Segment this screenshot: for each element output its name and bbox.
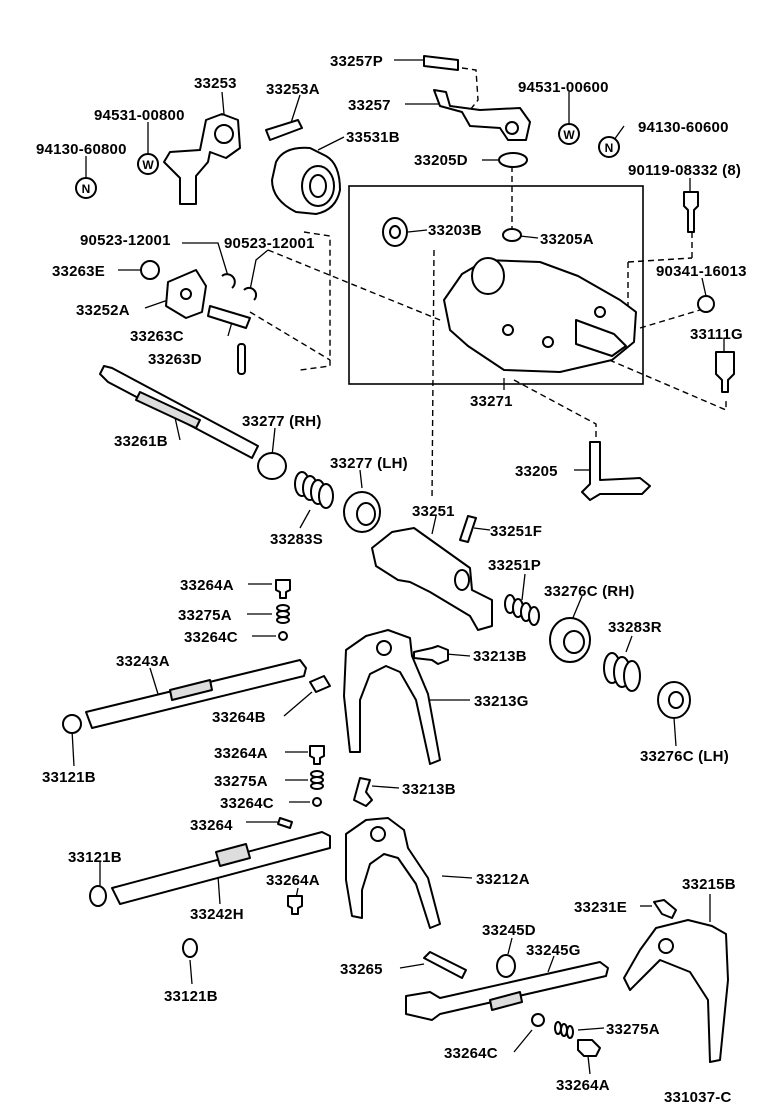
label-33111g: 33111G [690,326,743,343]
label-33263d: 33263D [148,351,202,368]
label-33205a: 33205A [540,231,594,248]
label-33275a-2: 33275A [214,773,268,790]
label-33283s: 33283S [270,531,323,548]
label-33264: 33264 [190,817,233,834]
label-33231e: 33231E [574,899,627,916]
label-33531b: 33531B [346,129,400,146]
label-33283r: 33283R [608,619,662,636]
label-33276c-lh: 33276C (LH) [640,748,729,765]
washer-marks: W W N N [82,128,614,196]
label-33243a: 33243A [116,653,170,670]
label-33261b: 33261B [114,433,168,450]
label-33251f: 33251F [490,523,542,540]
part-labels: 33257P 33253 33253A 33257 94531-00600 94… [36,53,747,1106]
label-33121b-3: 33121B [164,988,218,1005]
spring-33283s [294,471,334,509]
spring-33275a-2 [310,770,324,790]
label-90523-12001-b: 90523-12001 [224,235,315,252]
label-94531-00600: 94531-00600 [518,79,609,96]
label-33205: 33205 [515,463,558,480]
label-33263c: 33263C [130,328,184,345]
mark-n-2: N [82,182,91,196]
label-331037-c: 331037-C [664,1089,731,1106]
label-33245d: 33245D [482,922,536,939]
label-33121b-1: 33121B [42,769,96,786]
spring-33283r [603,652,641,692]
label-33257: 33257 [348,97,391,114]
spring-33275a-1 [276,604,290,624]
label-33213g: 33213G [474,693,529,710]
label-33265: 33265 [340,961,383,978]
label-33257p: 33257P [330,53,383,70]
label-33271: 33271 [470,393,513,410]
label-33264b: 33264B [212,709,266,726]
spring-33251p [504,594,540,626]
label-90341-16013: 90341-16013 [656,263,747,280]
label-33242h: 33242H [190,906,244,923]
label-33215b: 33215B [682,876,736,893]
spring-33275a-3 [554,1021,574,1039]
label-33275a-1: 33275A [178,607,232,624]
label-33212a: 33212A [476,871,530,888]
label-94531-00800: 94531-00800 [94,107,185,124]
parts [62,55,735,1063]
label-33203b: 33203B [428,222,482,239]
label-33253: 33253 [194,75,237,92]
label-33263e: 33263E [52,263,105,280]
label-33264a-3: 33264A [266,872,320,889]
label-33264c-3: 33264C [444,1045,498,1062]
label-33253a: 33253A [266,81,320,98]
label-90119-08332: 90119-08332 (8) [628,162,741,179]
label-33245g: 33245G [526,942,581,959]
label-33252a: 33252A [76,302,130,319]
label-33264a-2: 33264A [214,745,268,762]
label-33277-lh: 33277 (LH) [330,455,408,472]
mark-w-2: W [142,158,154,172]
label-33121b-2: 33121B [68,849,122,866]
label-33264a-4: 33264A [556,1077,610,1094]
label-33277-rh: 33277 (RH) [242,413,322,430]
label-33264c-1: 33264C [184,629,238,646]
label-33264a-1: 33264A [180,577,234,594]
label-33213b-1: 33213B [473,648,527,665]
label-33205d: 33205D [414,152,468,169]
label-33264c-2: 33264C [220,795,274,812]
label-33251: 33251 [412,503,455,520]
label-33276c-rh: 33276C (RH) [544,583,635,600]
assembly-box [348,185,644,385]
mark-n-1: N [605,141,614,155]
mark-w-1: W [563,128,575,142]
label-94130-60600: 94130-60600 [638,119,729,136]
label-33213b-2: 33213B [402,781,456,798]
label-33251p: 33251P [488,557,541,574]
label-94130-60800: 94130-60800 [36,141,127,158]
label-33275a-3: 33275A [606,1021,660,1038]
label-90523-12001-a: 90523-12001 [80,232,171,249]
